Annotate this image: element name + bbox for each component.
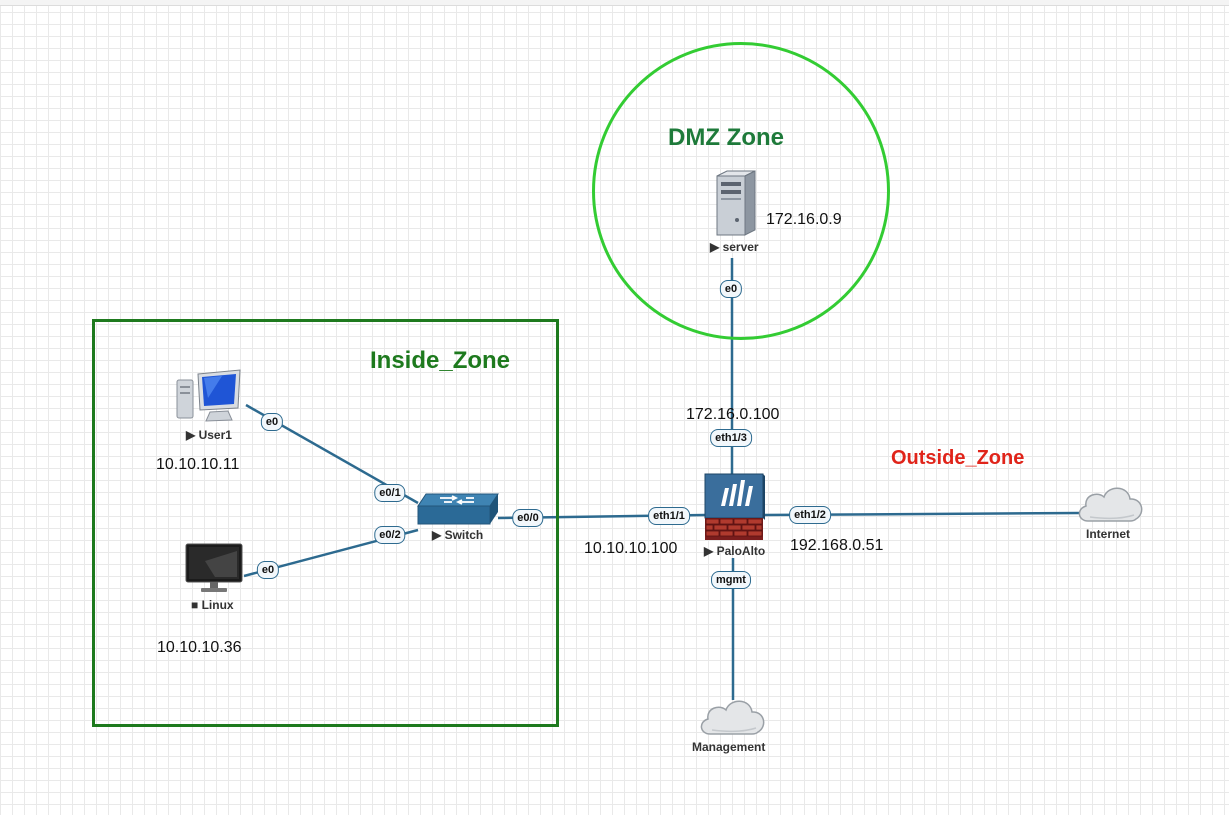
paloalto-eth1-3-ip: 172.16.0.100 (686, 406, 780, 423)
user1-label[interactable]: ▶ User1 (186, 428, 232, 442)
management-label[interactable]: Management (692, 740, 766, 754)
cloud-icon[interactable] (1076, 481, 1146, 530)
dmz-zone-title: DMZ Zone (668, 124, 784, 151)
firewall-icon[interactable] (703, 472, 767, 549)
inside-zone-boundary[interactable] (92, 319, 559, 727)
port-server-e0[interactable]: e0 (719, 280, 743, 298)
port-switch-e0-2[interactable]: e0/2 (374, 526, 406, 544)
canvas-top-bar (0, 0, 1229, 6)
server-ip: 172.16.0.9 (766, 211, 842, 228)
paloalto-eth1-2-ip: 192.168.0.51 (790, 537, 884, 554)
monitor-icon[interactable] (185, 543, 243, 600)
paloalto-eth1-1-ip: 10.10.10.100 (584, 540, 678, 557)
switch-label[interactable]: ▶ Switch (432, 528, 484, 542)
port-paloalto-eth1-1[interactable]: eth1/1 (648, 507, 690, 525)
linux-ip: 10.10.10.36 (157, 639, 242, 656)
inside-zone-title: Inside_Zone (370, 347, 511, 374)
port-paloalto-eth1-2[interactable]: eth1/2 (789, 506, 831, 524)
linux-label[interactable]: ■ Linux (191, 598, 234, 612)
desktop-computer-icon[interactable] (174, 368, 244, 433)
outside-zone-title: Outside_Zone (891, 447, 1025, 469)
cloud-icon[interactable] (698, 694, 768, 743)
user1-ip: 10.10.10.11 (156, 456, 240, 473)
server-icon[interactable] (713, 170, 759, 241)
server-label[interactable]: ▶ server (710, 240, 759, 254)
port-paloalto-mgmt[interactable]: mgmt (711, 571, 751, 589)
internet-label[interactable]: Internet (1086, 527, 1131, 541)
port-switch-e0-0[interactable]: e0/0 (512, 509, 544, 527)
port-linux-e0[interactable]: e0 (256, 561, 280, 579)
port-switch-e0-1[interactable]: e0/1 (374, 484, 406, 502)
paloalto-label[interactable]: ▶ PaloAlto (704, 544, 766, 558)
port-paloalto-eth1-3[interactable]: eth1/3 (710, 429, 752, 447)
switch-icon[interactable] (416, 492, 500, 533)
dmz-zone-boundary[interactable] (592, 42, 890, 340)
port-user1-e0[interactable]: e0 (260, 413, 284, 431)
